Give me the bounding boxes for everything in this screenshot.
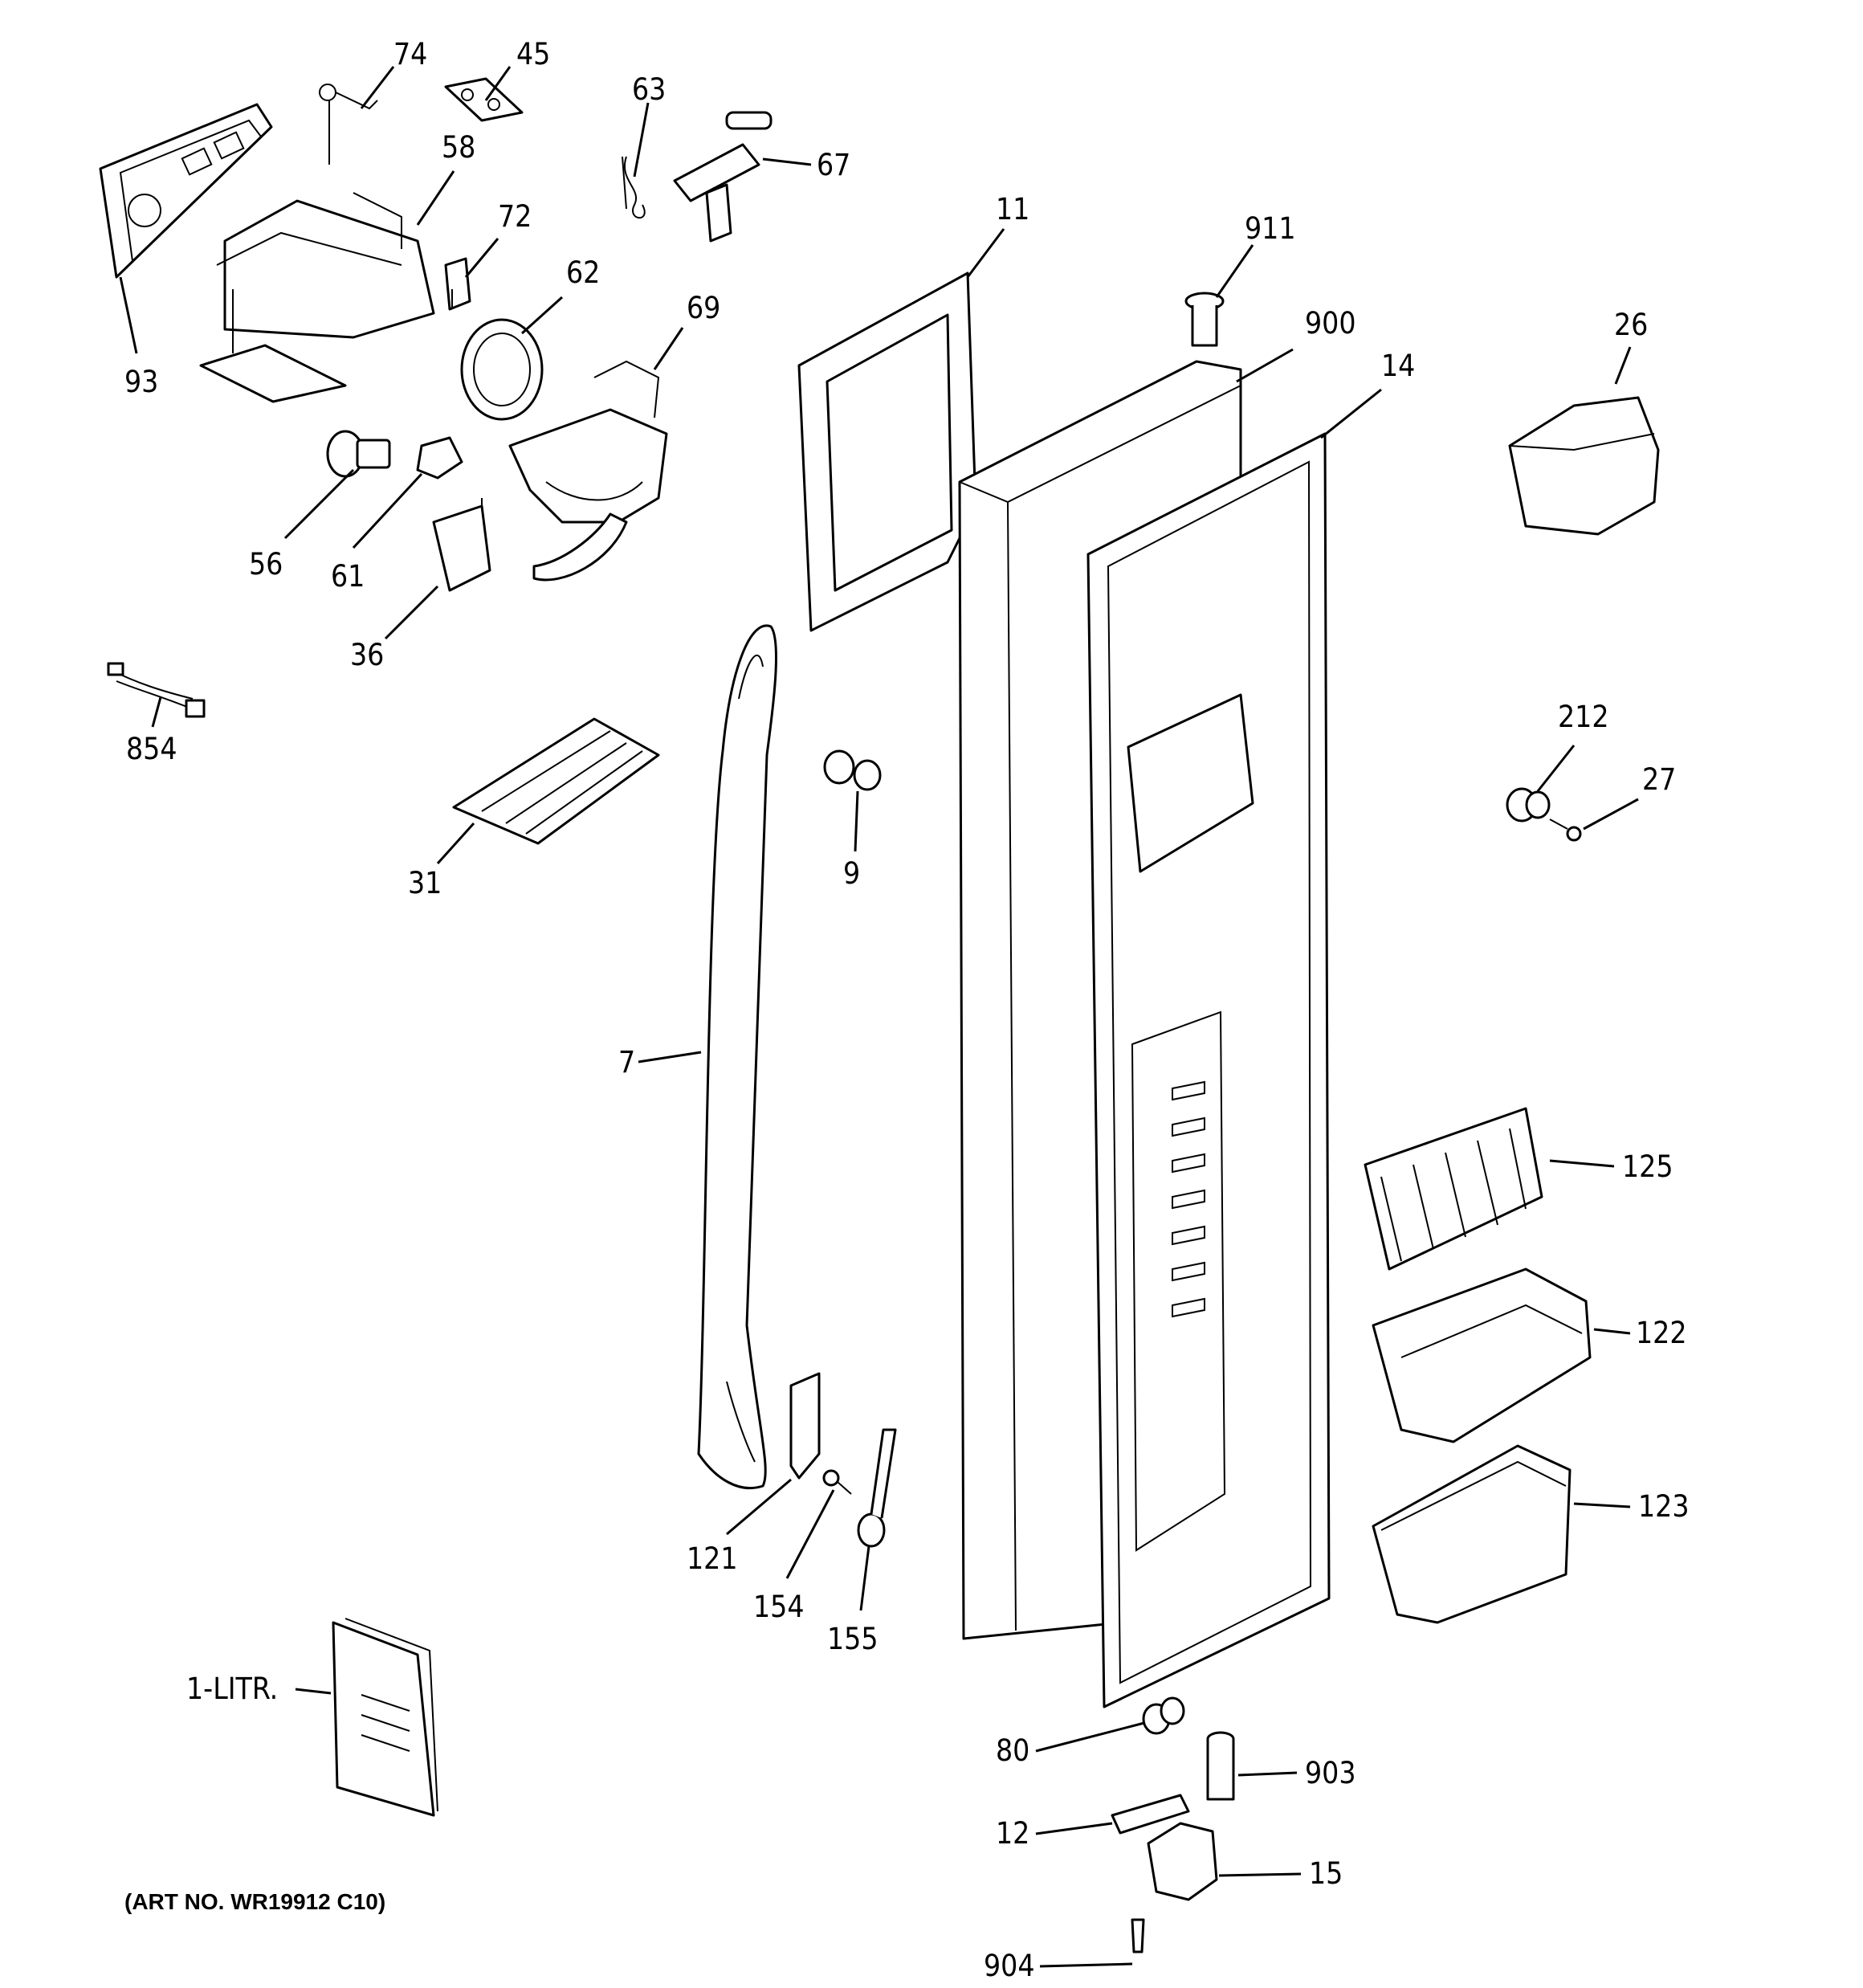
part-123-door-bin [1372,1444,1572,1624]
callout-900: 900 [1305,306,1356,341]
part-9-knob [823,749,882,791]
callout-80: 80 [996,1733,1029,1768]
part-62-motor [460,318,544,421]
callout-904: 904 [984,1949,1035,1983]
part-74-spring [319,84,378,165]
part-14-gasket [1086,432,1331,1708]
part-154-screw [822,1469,852,1495]
callout-58: 58 [442,130,475,165]
liner-shelf-tabs [1172,1080,1205,1318]
callout-911: 911 [1245,211,1296,246]
part-69-chute [508,360,668,582]
part-63-coil-spring [622,156,646,219]
callout-9: 9 [843,856,860,891]
part-31-grille [452,717,660,845]
part-1-litr-booklet [332,1618,438,1817]
part-26-cover [1508,396,1660,536]
part-904-screw [1131,1918,1145,1953]
part-212-knob [1506,787,1551,823]
part-155-wrench [857,1428,897,1548]
part-911-cap [1184,292,1225,347]
callout-labels: 74 45 63 67 58 72 62 69 93 56 61 36 854 … [124,37,1690,1983]
part-72-switch [444,257,471,311]
part-61-socket [416,436,463,480]
callout-854: 854 [126,732,177,766]
callout-14: 14 [1381,349,1415,383]
callout-72: 72 [498,199,532,234]
callout-62: 62 [566,255,600,290]
part-121-hinge [789,1372,821,1480]
art-number: (ART NO. WR19912 C10) [124,1889,385,1914]
callout-121: 121 [687,1541,738,1576]
callout-56: 56 [249,547,283,582]
callout-36: 36 [350,638,384,672]
callout-154: 154 [753,1590,805,1624]
callout-12: 12 [996,1816,1029,1851]
part-36-bracket [432,498,491,592]
part-903-bushing [1206,1731,1235,1801]
callout-1-litr: 1-LITR. [186,1672,278,1706]
callout-63: 63 [632,72,666,107]
callout-125: 125 [1622,1149,1673,1184]
callout-74: 74 [393,37,427,71]
part-7-handle [697,624,777,1490]
leader-lines [119,66,1639,1968]
callout-61: 61 [331,559,365,594]
callout-15: 15 [1309,1856,1343,1891]
part-27-screw [1549,818,1582,842]
callout-26: 26 [1614,308,1648,342]
part-58-dispenser-housing [199,192,435,403]
part-93-control-panel [99,103,273,279]
part-125-wire-shelf [1364,1107,1543,1271]
callout-27: 27 [1642,762,1676,797]
callout-67: 67 [817,148,850,182]
callout-7: 7 [618,1045,635,1080]
callout-122: 122 [1636,1316,1687,1350]
callout-155: 155 [827,1622,879,1656]
callout-11: 11 [996,192,1029,227]
part-854-harness [107,662,206,718]
callout-212: 212 [1558,700,1609,734]
part-45-bracket [444,77,524,122]
callout-123: 123 [1638,1489,1690,1524]
part-56-bulb [326,430,391,478]
callout-903: 903 [1305,1756,1356,1790]
part-67-lever [673,111,773,243]
callout-45: 45 [516,37,550,71]
part-122-door-bin [1372,1268,1592,1443]
part-80-plug [1142,1696,1185,1735]
callout-93: 93 [124,365,158,399]
part-11-frame [797,271,977,632]
callout-31: 31 [408,866,442,900]
part-12-hinge-plate [1111,1794,1190,1835]
callout-69: 69 [687,291,720,325]
part-15-hinge-cover [1147,1822,1218,1901]
